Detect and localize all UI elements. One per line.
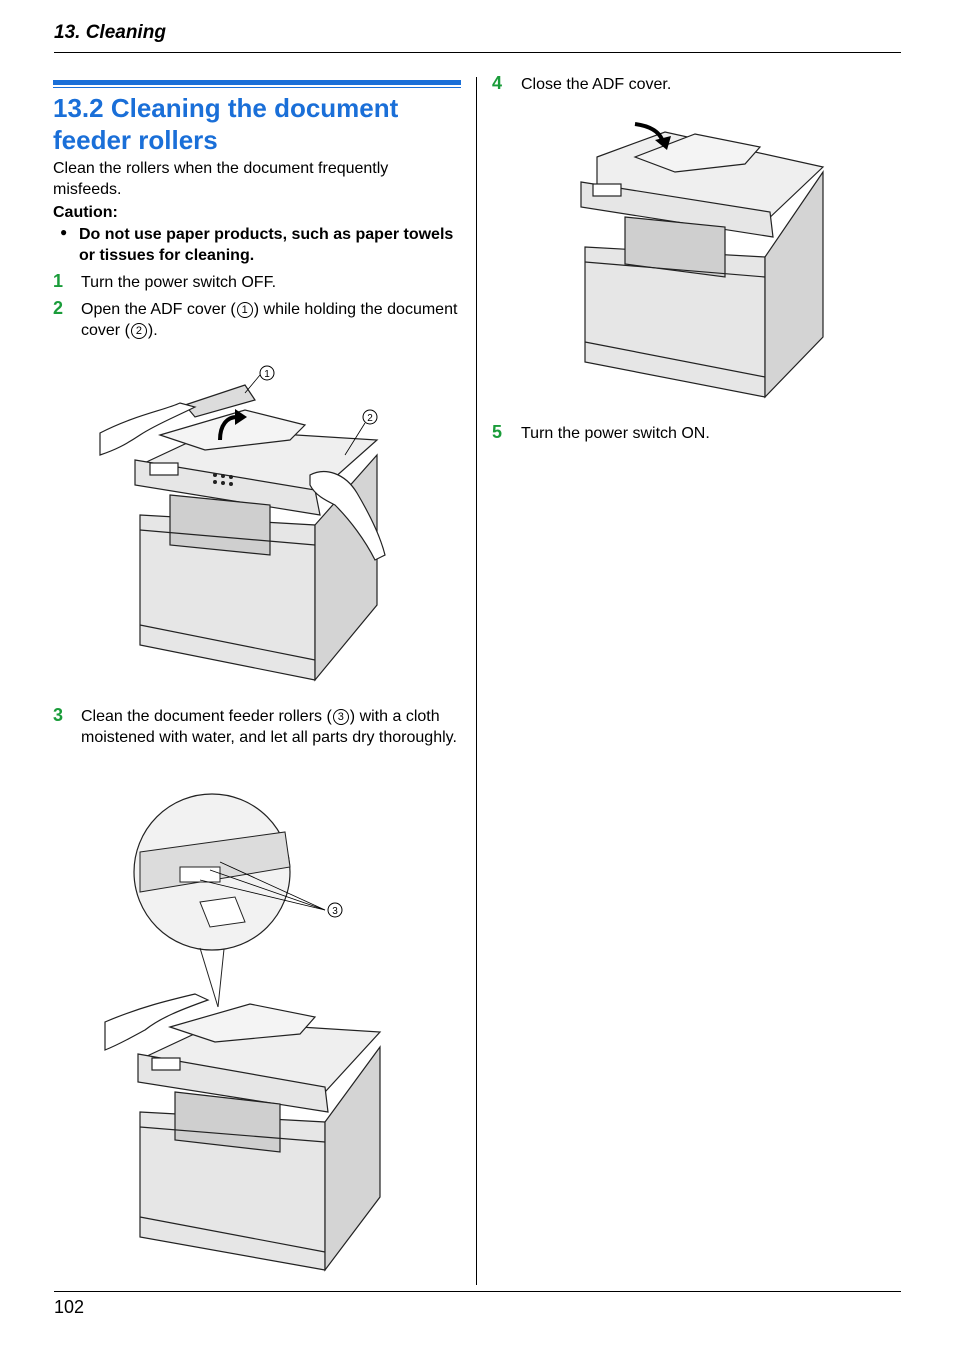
callout-mark-1: 1 (236, 302, 253, 318)
printer3-side (764, 170, 824, 399)
callout-mark-2: 2 (130, 323, 147, 339)
section-title: 13.2 Cleaning the document feeder roller… (53, 93, 399, 155)
step-1-number: 1 (53, 271, 64, 291)
figure-clean-rollers: 3 (104, 793, 382, 1272)
figure-close-adf (580, 122, 825, 399)
callout-2-circle (362, 409, 378, 425)
callout-1-label: 1 (264, 369, 270, 380)
printer2-side (324, 1045, 381, 1272)
step-2-text-c: ). (147, 322, 158, 339)
step-2-text-b: ) while holding the document cover ( (81, 301, 458, 339)
step-3-text-b: ) with a cloth moistened with water, and… (81, 708, 457, 746)
left-hand (99, 402, 197, 456)
printer3-panel (580, 181, 774, 238)
step-1-text: Turn the power switch OFF. (81, 274, 277, 291)
callout-2-label: 2 (367, 413, 373, 424)
callout-1-circle (259, 365, 275, 381)
caution-label: Caution: (53, 204, 118, 221)
step-4-text: Close the ADF cover. (521, 76, 672, 93)
step-2-text: Open the ADF cover (1) while holding the… (81, 299, 461, 341)
page-number: 102 (54, 1297, 85, 1317)
step-2-text-a: Open the ADF cover ( (81, 301, 236, 318)
step-3-text-a: Clean the document feeder rollers ( (81, 708, 332, 725)
step-5-number: 5 (492, 422, 503, 442)
section-bar-thin (53, 87, 461, 88)
callout-mark-3: 3 (332, 709, 349, 725)
caution-text: Do not use paper products, such as paper… (79, 226, 454, 264)
display-screen (149, 462, 179, 476)
step-5-text: Turn the power switch ON. (521, 425, 710, 442)
adf-tray (157, 409, 307, 451)
printer2-panel (137, 1053, 329, 1113)
footer-divider (54, 1291, 901, 1292)
callout-3-circle (327, 902, 343, 918)
roller (179, 866, 221, 883)
roller-housing (139, 831, 291, 893)
open-arrow-icon (218, 415, 238, 441)
step-4-number: 4 (492, 73, 503, 93)
control-panel (134, 459, 321, 516)
callout-3-label: 3 (332, 906, 338, 917)
running-header: 13. Cleaning (54, 22, 166, 43)
step-3-number: 3 (53, 705, 64, 725)
output-bay (169, 494, 271, 556)
step-3-text: Clean the document feeder rollers (3) wi… (81, 706, 461, 748)
intro-text: Clean the rollers when the document freq… (53, 160, 389, 198)
printer2-adf (167, 1003, 317, 1043)
hand-holding-cover (104, 993, 210, 1051)
header-divider (54, 52, 901, 53)
bullet-icon: ● (60, 225, 68, 239)
figure-open-adf: 1 2 (99, 365, 386, 682)
right-hand (309, 471, 386, 561)
adf-cover-open (183, 384, 256, 418)
step-2-number: 2 (53, 298, 64, 318)
printer3-adf (633, 133, 762, 173)
column-divider (476, 77, 477, 1285)
section-bar (53, 80, 461, 85)
